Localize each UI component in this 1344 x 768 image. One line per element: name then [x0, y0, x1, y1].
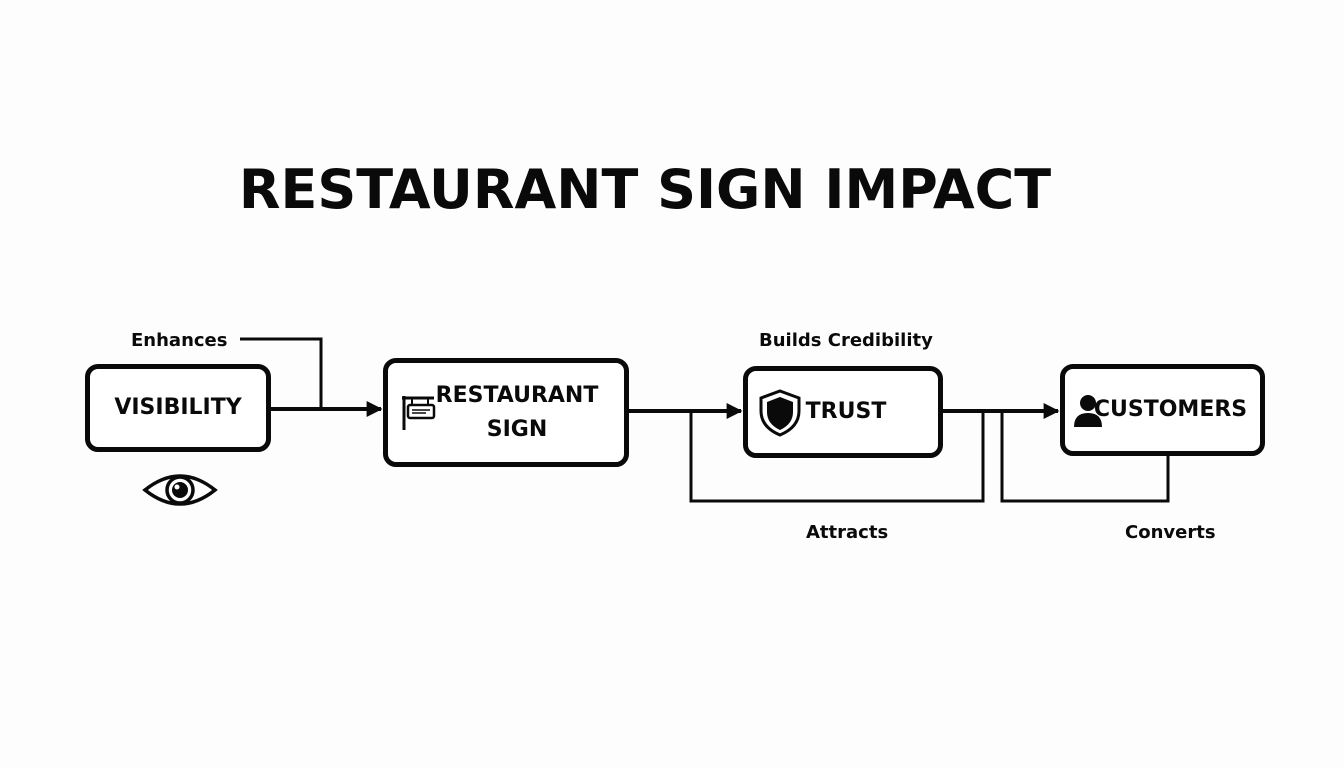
converts-connector: [1000, 411, 1170, 503]
eye-icon: [142, 474, 218, 506]
edge-label-converts: Converts: [1125, 522, 1216, 543]
node-visibility: VISIBILITY: [85, 364, 271, 452]
node-restaurant-sign-label: RESTAURANT SIGN: [435, 382, 599, 442]
node-customers: CUSTOMERS: [1060, 364, 1265, 456]
enhances-connector: [240, 337, 323, 409]
edge-label-builds-credibility: Builds Credibility: [759, 330, 933, 351]
edge-label-enhances: Enhances: [131, 330, 228, 351]
edge-label-attracts: Attracts: [806, 522, 889, 543]
diagram-title: RESTAURANT SIGN IMPACT: [238, 158, 1052, 221]
shield-icon: [759, 389, 801, 437]
node-visibility-label: VISIBILITY: [114, 395, 242, 420]
attracts-connector: [689, 411, 985, 503]
node-customers-label: CUSTOMERS: [1093, 397, 1248, 422]
hanging-sign-icon: [402, 396, 436, 430]
node-trust: TRUST: [743, 366, 943, 458]
person-icon: [1074, 395, 1102, 427]
node-trust-label: TRUST: [805, 399, 887, 424]
node-restaurant-sign: RESTAURANT SIGN: [383, 358, 629, 467]
